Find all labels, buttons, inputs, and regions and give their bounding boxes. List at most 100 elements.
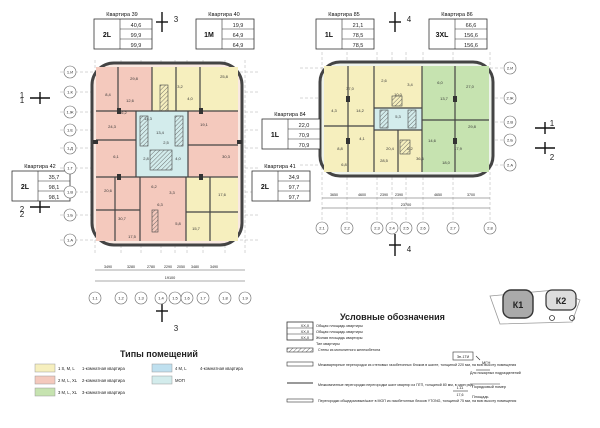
apartment-fill — [186, 177, 238, 241]
apartment-type: 2L — [261, 184, 270, 191]
apartment-title: Квартира 41 — [264, 164, 295, 170]
grid-axis-label: 2.4 — [389, 226, 395, 231]
apartment-title: Квартира 86 — [441, 12, 472, 18]
room-area-label: 2,6 — [381, 78, 387, 83]
apartment-total-area: 98,1 — [49, 195, 60, 201]
grid-axis-bubble — [416, 221, 430, 235]
sample-box-label: Общая площадь квартиры — [316, 324, 363, 328]
grid-axis-bubble — [63, 185, 77, 199]
room-area-label: 19,1 — [200, 122, 209, 127]
dimension-label: 2390 — [395, 193, 403, 197]
grid-axis-bubble — [446, 221, 460, 235]
left-building — [60, 60, 260, 255]
room-type-code: 1 S, M, L — [58, 366, 75, 371]
apartment-fill — [96, 177, 140, 241]
apartment-total-area: 99,9 — [131, 43, 142, 49]
grid-axis-bubble — [315, 221, 329, 235]
apartment-total-area: 64,9 — [233, 43, 244, 49]
apartment-living-area: 34,9 — [289, 175, 300, 181]
grid-axis-label: 1.А — [67, 238, 73, 243]
apartment-title: Квартира 85 — [328, 12, 359, 18]
grid-axis-label: 2.6 — [420, 226, 426, 231]
core-shaft — [399, 139, 411, 155]
section-number: 4 — [407, 15, 412, 24]
room-type-name: 1-комнатная квартира — [82, 366, 126, 371]
core-shaft — [174, 115, 184, 147]
keyplan-marker-icon — [549, 315, 555, 321]
apartment-fill — [140, 177, 186, 241]
apartment-type: 1M — [204, 32, 214, 39]
dimension-label: 3700 — [467, 193, 475, 197]
room-area-label: 29,8 — [468, 124, 477, 129]
dimension-label: 3480 — [191, 265, 199, 269]
apartment-info-box — [11, 170, 71, 202]
room-area-label: 14,6 — [428, 138, 437, 143]
grid-axis-bubble — [63, 141, 77, 155]
room-area-label: 12,6 — [126, 98, 135, 103]
apartment-fill — [176, 67, 238, 111]
core-shaft — [379, 109, 389, 129]
grid-axis-label: 1.К — [67, 90, 73, 95]
room-area-label: 20,6 — [104, 188, 113, 193]
room-area-label: 36,6 — [416, 156, 425, 161]
dimension-label: 2050 — [177, 265, 185, 269]
grid-axis-label: 1.4 — [158, 296, 164, 301]
room-area-label: 3,3 — [169, 190, 175, 195]
grid-axis-bubble — [63, 123, 77, 137]
room-area-label: 17,9 — [454, 146, 463, 151]
grid-axis-bubble — [370, 221, 384, 235]
room-type-swatch-mop — [151, 375, 173, 385]
apartment-info-box — [315, 18, 375, 50]
room-area-label: 3,2 — [177, 84, 183, 89]
grid-axis-label: 2.7 — [450, 226, 456, 231]
apartment-total-area: 70,9 — [299, 133, 310, 139]
dimension-label: 2390 — [380, 193, 388, 197]
room-number-legend: Порядковый номер — [472, 385, 506, 389]
room-area-label: 27,0 — [466, 84, 475, 89]
section-number: 1 — [20, 91, 25, 100]
room-area-label: 14,3 — [144, 116, 153, 121]
area-legend: Площадь — [472, 395, 489, 399]
grid-axis-label: 1.В — [67, 190, 73, 195]
core-shaft — [151, 209, 159, 233]
section-number: 4 — [407, 245, 412, 254]
room-area-label: 4,0 — [175, 156, 181, 161]
section-number: 1 — [20, 96, 25, 105]
grid-axis-bubble — [483, 221, 497, 235]
grid-axis-label: 2.Ж — [506, 96, 513, 101]
room-area-label: 30,7 — [118, 216, 127, 221]
room-area-label: 29,8 — [130, 76, 139, 81]
grid-axis-bubble — [503, 115, 517, 129]
wall-legend-text: Перегородки общедомовые/шахт в МОП из га… — [318, 399, 516, 403]
keyplan-k2-label: К2 — [556, 296, 567, 306]
room-area-label: 5,3 — [395, 114, 401, 119]
mgn-label: МГН — [482, 360, 490, 365]
room-type-swatches — [34, 363, 173, 397]
grid-axis-bubble — [340, 221, 354, 235]
dimension-label: 3280 — [127, 265, 135, 269]
grid-axis-label: 1.3 — [138, 296, 144, 301]
section-number: 1 — [550, 119, 555, 128]
core-shaft — [159, 84, 169, 112]
apartment-total-area: 64,9 — [233, 33, 244, 39]
room-area-label: 4,1 — [359, 136, 365, 141]
wall-legend-text: Межквартирные перегородки из стеновых га… — [318, 363, 516, 367]
room-area-label: 20,4 — [386, 146, 395, 151]
grid-axis-label: 2.5 — [403, 226, 409, 231]
stair-core — [149, 149, 173, 171]
apartment-fill — [96, 67, 152, 111]
dimension-label: 2780 — [147, 265, 155, 269]
room-area-label: 3,4 — [407, 82, 413, 87]
apartment-title: Квартира 39 — [106, 12, 137, 18]
grid-axis-bubble — [114, 291, 128, 305]
area-code-top: 1.11 — [457, 386, 464, 390]
right-building — [300, 52, 510, 222]
grid-axis-label: 2.8 — [487, 226, 493, 231]
apartment-total-area: 70,9 — [299, 143, 310, 149]
room-area-label: 6,8 — [341, 162, 347, 167]
apartment-info-box — [251, 170, 311, 202]
wall-legend-text: Стены из монолитного железобетона — [318, 348, 380, 352]
